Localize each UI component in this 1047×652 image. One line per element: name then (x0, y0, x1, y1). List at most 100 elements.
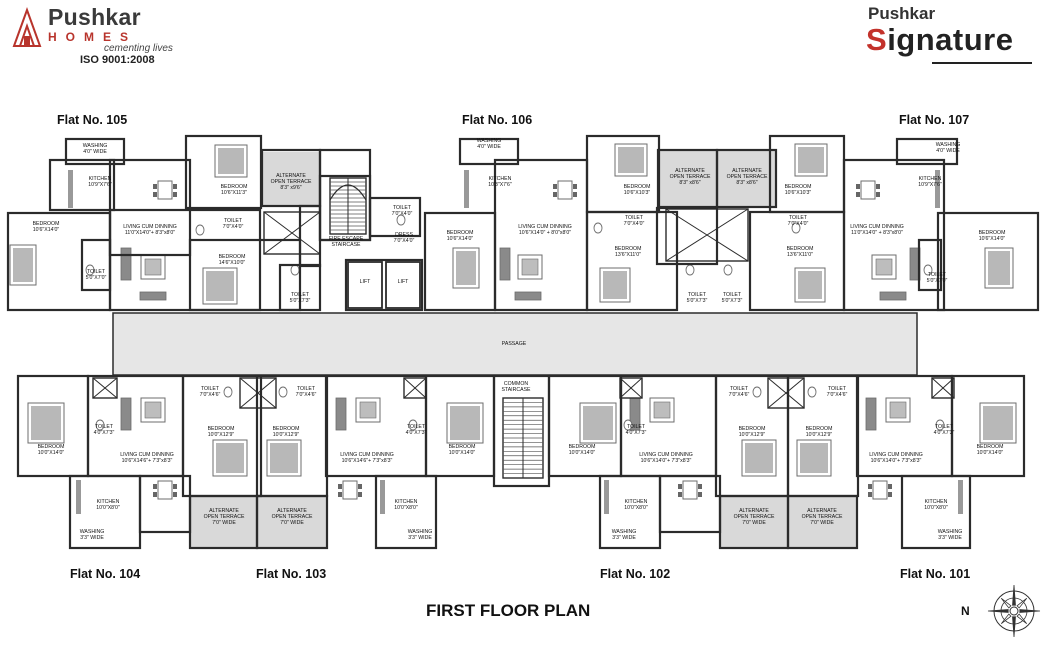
wc-fixture (752, 386, 762, 398)
room-label-line: 4'0"X7'3" (626, 430, 647, 436)
compass-point (1016, 597, 1028, 609)
dining-chair (678, 492, 682, 497)
wc-fixture (791, 222, 801, 234)
lift-shaft (385, 261, 421, 309)
compass-point (1000, 597, 1012, 609)
room-label-line: 13'6"X11'0" (615, 252, 641, 258)
wall-block (374, 474, 438, 550)
brand-subname: HOMES (48, 30, 138, 44)
dining-table (682, 480, 698, 500)
compass-point (1012, 584, 1016, 606)
compass-center (1009, 606, 1019, 616)
flat-title-105: Flat No. 105 (57, 113, 128, 127)
lift-shaft (347, 261, 383, 309)
duct-shaft (239, 377, 277, 409)
dining-chair (153, 484, 157, 489)
bed-sheet (800, 443, 828, 473)
signature-initial: S (866, 22, 888, 57)
compass-point (1000, 613, 1012, 625)
room-label-line: BEDROOM (979, 230, 1006, 236)
room-label-line: 7'0"X4'0" (394, 238, 415, 244)
room-label-line: TOILET (627, 424, 646, 430)
duct-shaft (767, 377, 805, 409)
room-label-line: WASHING (80, 529, 105, 535)
wc-fixture (223, 386, 233, 398)
duct-shaft (619, 377, 643, 399)
room-label-line: LIVING CUM DINNING (850, 224, 904, 230)
room-label-line: 10'6"X14'0" (447, 236, 474, 242)
wall-block (917, 238, 943, 292)
duct-shaft (931, 377, 955, 399)
room-label-line: 7'0"X4'0" (624, 221, 645, 227)
dining-table (860, 180, 876, 200)
rug (517, 254, 543, 280)
room-label-line: BEDROOM (219, 254, 246, 260)
room-label-line: LIVING CUM DINNING (518, 224, 572, 230)
room-label-line: TOILET (625, 215, 644, 221)
room-label-line: WASHING (938, 529, 963, 535)
room-label-line: BEDROOM (208, 426, 235, 432)
room-label-line: FIRE ESCAPE (329, 236, 364, 242)
rug-inner (521, 258, 539, 276)
dining-chair (358, 492, 362, 497)
room-label-line: 8'3" x8'6" (736, 180, 757, 186)
room-label-line: BEDROOM (38, 444, 65, 450)
wall-block (715, 148, 778, 209)
room-label-line: OPEN TERRACE (734, 514, 775, 520)
bed-sheet (983, 406, 1013, 440)
sofa (879, 291, 907, 301)
duct-cross (619, 377, 643, 399)
kitchen-counter (958, 480, 963, 514)
room-label-passage: PASSAGE (502, 341, 527, 347)
dining-table (872, 480, 888, 500)
signature-brand-top: Pushkar (868, 4, 936, 23)
rug (871, 254, 897, 280)
room-label-line: KITCHEN (97, 499, 120, 505)
room-label-line: 10'0"X14'0" (977, 450, 1004, 456)
room-label-line: BEDROOM (273, 426, 300, 432)
dining-chair (876, 192, 880, 197)
wall-block (318, 174, 372, 242)
room-label-line: BEDROOM (624, 184, 651, 190)
rug-inner (653, 401, 671, 419)
room-label-line: 4'0" WIDE (477, 144, 501, 150)
rug-inner (359, 401, 377, 419)
bed-sheet (745, 443, 773, 473)
room-label-line: TOILET (224, 218, 243, 224)
wc-fixture (593, 222, 603, 234)
north-label: N (961, 604, 970, 618)
room-label-line: BEDROOM (569, 444, 596, 450)
flat-title-101: Flat No. 101 (900, 567, 971, 581)
room-label-line: LIFT (398, 279, 409, 285)
bed-sheet (450, 406, 480, 440)
wc-fixture (85, 264, 95, 276)
room-label-lift-2: LIFT (398, 279, 409, 285)
room-label-line: 4'0"X7'3" (406, 430, 427, 436)
room-label-line: ALTERNATE (807, 508, 837, 514)
room-label-line: DRESS (395, 232, 413, 238)
room-label-line: 3'3" WIDE (612, 535, 636, 541)
wc-fixture (685, 264, 695, 276)
dining-chair (338, 484, 342, 489)
room-label-line: BEDROOM (977, 444, 1004, 450)
room-label-line: KITCHEN (395, 499, 418, 505)
kitchen-counter (68, 170, 73, 208)
room-label-line: 3'3" WIDE (938, 535, 962, 541)
room-label-line: ALTERNATE (276, 173, 306, 179)
room-label-line: ALTERNATE (277, 508, 307, 514)
room-label-lift-1: LIFT (360, 279, 371, 285)
